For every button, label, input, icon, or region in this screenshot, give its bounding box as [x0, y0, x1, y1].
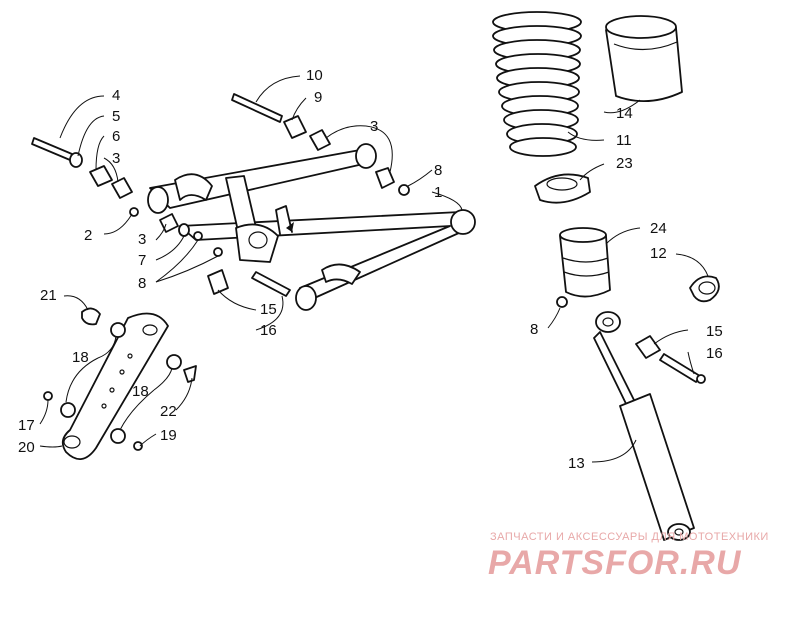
callout-24: 24 [650, 220, 667, 237]
callout-17: 17 [18, 417, 35, 434]
callout-18: 18 [72, 349, 89, 366]
callouts: 4 5 6 3 2 3 7 8 10 9 3 8 1 15 16 14 11 2… [18, 67, 723, 472]
shock-absorber [556, 296, 695, 541]
callout-11: 11 [616, 132, 632, 149]
callout-14: 14 [616, 105, 633, 122]
callout-13: 13 [568, 455, 585, 472]
callout-22: 22 [160, 403, 177, 420]
jounce-bumper [559, 227, 611, 298]
leader-lines [39, 75, 709, 463]
retaining-ring [689, 275, 720, 303]
callout-10: 10 [306, 67, 323, 84]
bump-stop-cover [605, 15, 683, 103]
callout-12: 12 [650, 245, 667, 262]
callout-1: 1 [434, 184, 442, 201]
callout-5: 5 [112, 108, 120, 125]
callout-2: 2 [84, 227, 92, 244]
spring-retainer [534, 173, 591, 204]
callout-19: 19 [160, 427, 177, 444]
callout-18: 18 [132, 383, 149, 400]
callout-9: 9 [314, 89, 322, 106]
callout-8: 8 [434, 162, 442, 179]
callout-20: 20 [18, 439, 35, 456]
lower-bushing-bolt [207, 247, 291, 297]
callout-15: 15 [260, 301, 277, 318]
callout-23: 23 [616, 155, 633, 172]
callout-16: 16 [260, 322, 277, 339]
link-plate [43, 307, 197, 460]
watermark-tagline: ЗАПЧАСТИ И АКСЕССУАРЫ ДЛЯ МОТОТЕХНИКИ [490, 531, 769, 543]
callout-8: 8 [138, 275, 146, 292]
coil-spring [492, 11, 582, 157]
callout-8: 8 [530, 321, 538, 338]
callout-6: 6 [112, 128, 120, 145]
callout-21: 21 [40, 287, 57, 304]
watermark-logo: PARTSFOR.RU [488, 544, 742, 582]
shock-bushing-bolt [635, 335, 706, 384]
callout-3: 3 [370, 118, 378, 135]
callout-4: 4 [112, 87, 120, 104]
callout-16: 16 [706, 345, 723, 362]
callout-3: 3 [138, 231, 146, 248]
callout-3: 3 [112, 150, 120, 167]
a-arm [147, 143, 476, 311]
callout-15: 15 [706, 323, 723, 340]
callout-7: 7 [138, 252, 146, 269]
pivot-hardware-rear [231, 93, 410, 196]
